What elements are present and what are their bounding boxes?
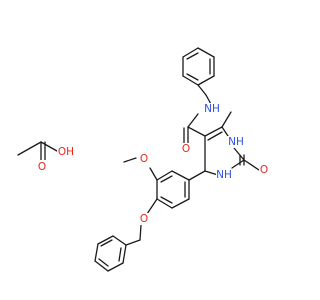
methoxy-oxygen-label: O (140, 153, 148, 165)
benzyloxy-phenyl-ring (94, 235, 127, 272)
methoxy-group (123, 157, 158, 181)
molecule-svg: OH O NH O NH NH O O O (17, 47, 269, 272)
ring-nh-bottom-label: NH (216, 169, 232, 181)
methoxyphenyl-ring (156, 170, 206, 209)
amide-nh-label: NH (204, 103, 220, 115)
pyrimidinone-ring (204, 111, 260, 176)
acetic-acid (17, 141, 58, 163)
benzyloxy-oxygen-label: O (140, 213, 148, 225)
atom-labels: OH O NH O NH NH O O O (37, 103, 269, 225)
benzyloxy-group (125, 198, 158, 246)
amide-oxygen-label: O (182, 143, 190, 155)
ring-nh-top-label: NH (228, 136, 244, 148)
acid-carbonyl-oxygen-label: O (38, 161, 46, 173)
benzyl-phenyl-ring (182, 47, 215, 86)
acid-hydroxyl-label: OH (58, 146, 74, 158)
molecule-canvas: OH O NH O NH NH O O O (17, 47, 269, 272)
ring-carbonyl-oxygen-label: O (260, 164, 268, 176)
